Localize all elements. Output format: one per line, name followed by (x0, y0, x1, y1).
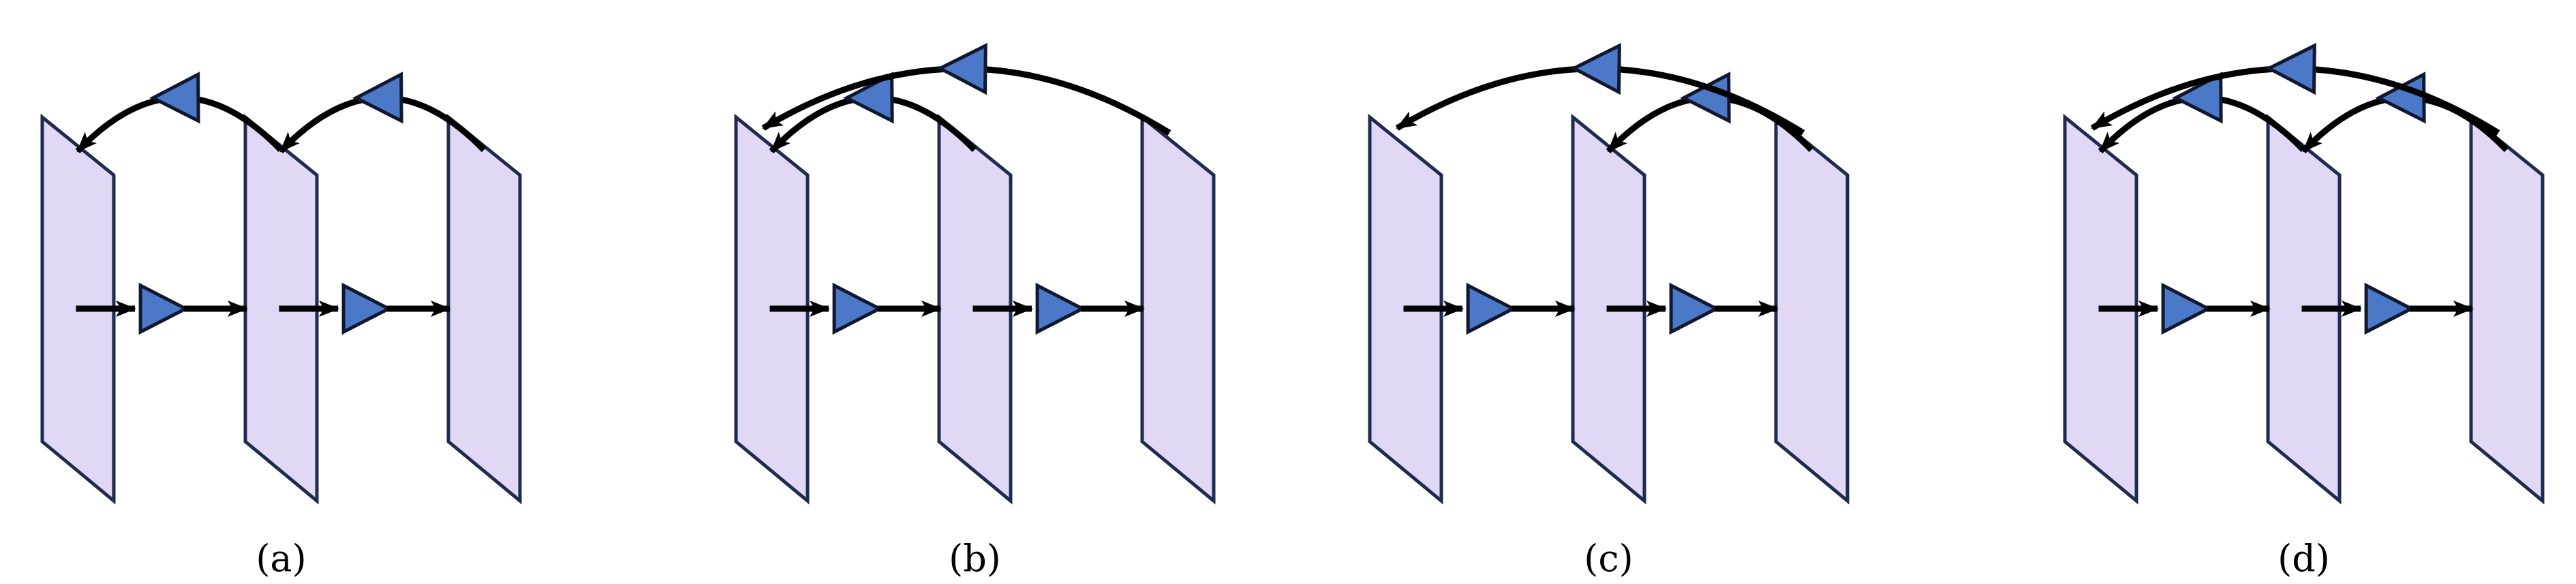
transform-triangle-icon (352, 72, 403, 124)
forward-arrows (1403, 282, 1779, 335)
transform-triangle-icon (843, 72, 894, 124)
panel-a: (a) (40, 72, 522, 580)
transform-triangle-icon (138, 282, 189, 335)
panel-b: (b) (734, 42, 1216, 580)
transform-triangle-icon (1035, 282, 1086, 335)
transform-triangle-icon (1570, 42, 1621, 95)
transform-triangle-icon (2161, 282, 2212, 335)
skip-connections (761, 42, 1171, 154)
layer-plane-3 (446, 113, 522, 505)
layer-plane-3 (1140, 113, 1216, 505)
transform-triangle-icon (341, 282, 393, 335)
transform-triangle-icon (936, 42, 987, 95)
transform-triangle-icon (832, 282, 883, 335)
panel-caption: (c) (1584, 537, 1633, 580)
skip-connections (2090, 42, 2509, 154)
panel-caption: (d) (2278, 537, 2330, 580)
panel-caption: (b) (949, 537, 1001, 580)
transform-triangle-icon (1669, 282, 1720, 335)
transform-triangle-icon (149, 72, 200, 124)
panel-c: (c) (1368, 42, 1850, 580)
skip-connections (1395, 42, 1814, 154)
forward-arrows (76, 282, 451, 335)
transform-triangle-icon (1466, 282, 1517, 335)
transform-triangle-icon (2364, 282, 2415, 335)
layer-plane-3 (2469, 113, 2545, 505)
forward-arrows (2098, 282, 2474, 335)
panel-d: (d) (2063, 42, 2545, 580)
panel-caption: (a) (256, 537, 306, 580)
forward-arrows (769, 282, 1145, 335)
transform-triangle-icon (2172, 72, 2223, 124)
skip-connections (75, 72, 487, 154)
transform-triangle-icon (2265, 42, 2316, 95)
layer-plane-3 (1774, 113, 1850, 505)
layers (40, 113, 522, 505)
